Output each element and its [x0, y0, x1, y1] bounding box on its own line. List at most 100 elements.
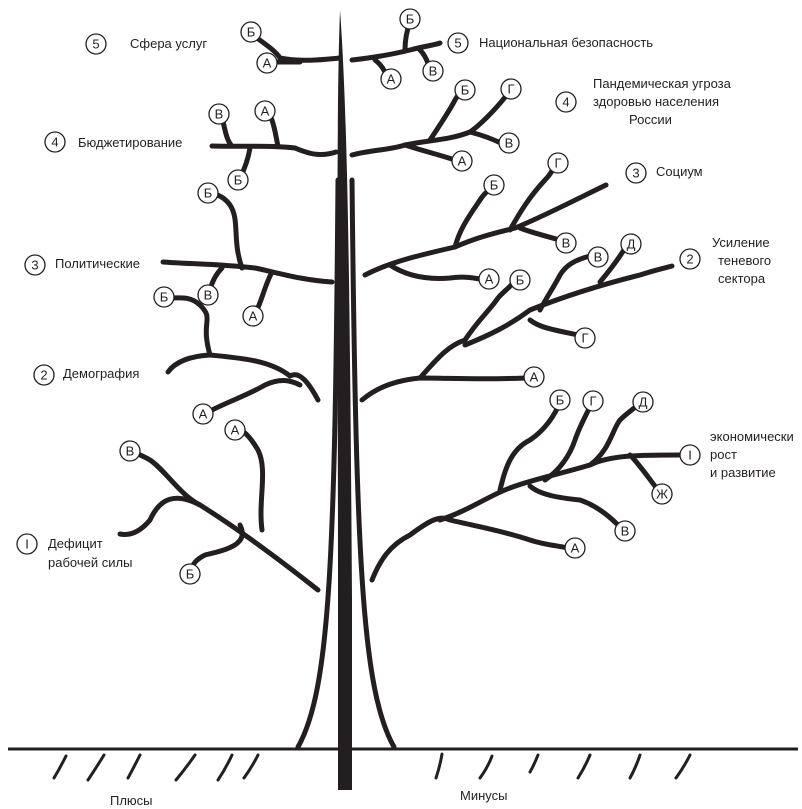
svg-text:А: А	[263, 56, 272, 71]
svg-text:Социум: Социум	[656, 164, 703, 179]
marker-3-right-b: Б	[484, 175, 504, 195]
marker-5-right-a: А	[381, 69, 401, 89]
svg-text:5: 5	[92, 37, 99, 52]
marker-4-left-b: Б	[228, 170, 248, 190]
marker-4-left-a: А	[255, 101, 275, 121]
svg-text:В: В	[429, 64, 438, 79]
marker-3-left-b: Б	[198, 183, 218, 203]
svg-text:рабочей силы: рабочей силы	[48, 555, 132, 570]
marker-4-left-v: В	[209, 104, 229, 124]
svg-text:В: В	[621, 524, 630, 539]
marker-2-left-b: Б	[154, 287, 174, 307]
marker-5-right-v: В	[423, 61, 443, 81]
marker-1-right-v: В	[615, 521, 635, 541]
svg-text:2: 2	[686, 252, 693, 267]
marker-3-right-a: А	[479, 269, 499, 289]
svg-text:А: А	[261, 104, 270, 119]
svg-text:Д: Д	[639, 395, 648, 410]
svg-text:сектора: сектора	[718, 271, 766, 286]
svg-text:и развитие: и развитие	[710, 465, 776, 480]
marker-1-right-zh: Ж	[652, 484, 672, 504]
marker-1-left-a: А	[225, 420, 245, 440]
marker-5-right-b: Б	[400, 9, 420, 29]
svg-text:В: В	[594, 250, 603, 265]
svg-text:Б: Б	[556, 393, 565, 408]
svg-text:В: В	[126, 444, 135, 459]
svg-text:А: А	[249, 309, 258, 324]
marker-1-right-a: А	[565, 538, 585, 558]
svg-text:Пандемическая угроза: Пандемическая угроза	[593, 76, 732, 91]
grass-strokes	[54, 754, 690, 780]
svg-text:Г: Г	[581, 331, 588, 346]
label-pandemic: 4 Пандемическая угроза здоровью населени…	[556, 76, 732, 127]
label-society: 3 Социум	[626, 163, 703, 183]
svg-text:Б: Б	[234, 173, 243, 188]
marker-2-right-b: Б	[510, 270, 530, 290]
svg-text:I: I	[25, 537, 29, 552]
label-labor-deficit: I Дефицит рабочей силы	[17, 534, 132, 570]
svg-text:3: 3	[632, 166, 639, 181]
svg-text:5: 5	[454, 36, 461, 51]
marker-3-left-a: А	[243, 306, 263, 326]
marker-3-right-v: В	[556, 233, 576, 253]
svg-text:экономически: экономически	[710, 429, 794, 444]
svg-text:Б: Б	[406, 12, 415, 27]
svg-text:А: А	[199, 407, 208, 422]
svg-text:В: В	[505, 136, 514, 151]
label-demography: 2 Демография	[34, 365, 139, 385]
marker-3-left-v: В	[198, 285, 218, 305]
label-services: 5 Сфера услуг	[86, 34, 207, 54]
svg-text:Ж: Ж	[656, 487, 668, 502]
label-national-security: 5 Национальная безопасность	[448, 33, 653, 53]
svg-text:В: В	[562, 236, 571, 251]
marker-5-left-a: А	[257, 53, 277, 73]
svg-text:Б: Б	[204, 186, 213, 201]
svg-text:Г: Г	[507, 82, 514, 97]
marker-2-right-a: А	[524, 367, 544, 387]
svg-text:А: А	[387, 72, 396, 87]
svg-text:России: России	[629, 112, 672, 127]
svg-text:Дефицит: Дефицит	[48, 536, 103, 551]
svg-text:4: 4	[562, 95, 569, 110]
letter-markers: Б А В А Б Б В А Б А А В Б Б А В Б Г В А …	[120, 9, 672, 584]
left-branches	[120, 35, 340, 590]
marker-1-left-v: В	[120, 441, 140, 461]
svg-text:здоровью населения: здоровью населения	[593, 94, 719, 109]
marker-2-right-d: Д	[621, 234, 641, 254]
svg-text:4: 4	[51, 135, 58, 150]
marker-4-right-b: Б	[455, 80, 475, 100]
svg-text:Б: Б	[186, 567, 195, 582]
marker-1-right-b: Б	[550, 390, 570, 410]
marker-1-right-d: Д	[633, 392, 653, 412]
svg-text:А: А	[485, 272, 494, 287]
label-economic: I экономически рост и развитие	[680, 429, 794, 480]
svg-text:3: 3	[31, 258, 38, 273]
label-political: 3 Политические	[25, 255, 140, 275]
marker-2-left-a: А	[193, 404, 213, 424]
svg-text:I: I	[688, 448, 692, 463]
marker-5-left-b: Б	[241, 22, 261, 42]
svg-text:Г: Г	[554, 156, 561, 171]
marker-4-right-g: Г	[501, 79, 521, 99]
svg-text:Д: Д	[627, 237, 636, 252]
svg-text:Усиление: Усиление	[712, 235, 770, 250]
pluses-label: Плюсы	[110, 793, 153, 808]
marker-4-right-v: В	[499, 133, 519, 153]
svg-text:А: А	[231, 423, 240, 438]
marker-2-right-g: Г	[575, 328, 595, 348]
label-budgeting: 4 Бюджетирование	[45, 132, 182, 152]
svg-text:Сфера услуг: Сфера услуг	[130, 36, 207, 51]
svg-text:Бюджетирование: Бюджетирование	[78, 135, 182, 150]
marker-3-right-g: Г	[548, 153, 568, 173]
svg-text:рост: рост	[710, 447, 737, 462]
label-shadow-sector: 2 Усиление теневого сектора	[680, 235, 771, 286]
svg-text:Б: Б	[160, 290, 169, 305]
svg-text:Б: Б	[247, 25, 256, 40]
svg-text:А: А	[530, 370, 539, 385]
marker-2-right-v: В	[588, 247, 608, 267]
svg-text:В: В	[204, 288, 213, 303]
svg-text:Б: Б	[461, 83, 470, 98]
svg-text:А: А	[458, 154, 467, 169]
svg-text:А: А	[571, 541, 580, 556]
